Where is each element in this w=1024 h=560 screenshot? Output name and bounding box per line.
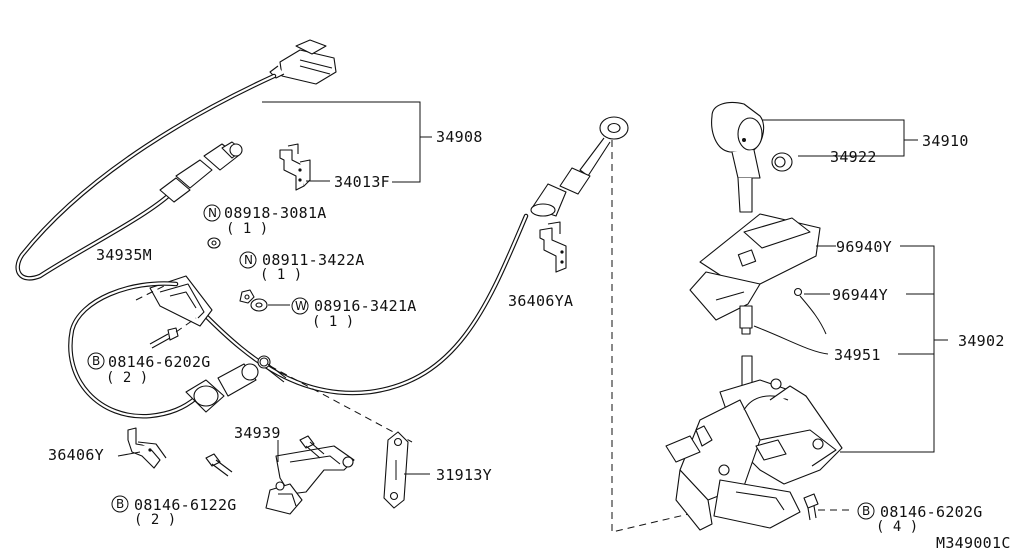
qty-08916-3421A: ( 1 ) <box>312 314 354 330</box>
circle-B-icon <box>857 502 875 520</box>
label-08918-3081A: 08918-3081A <box>224 204 327 222</box>
label-34013F: 34013F <box>334 173 390 191</box>
label-34908: 34908 <box>436 128 483 146</box>
circle-B-icon <box>87 352 105 370</box>
circle-B-icon <box>111 495 129 513</box>
shift-knob-34910 <box>711 101 765 213</box>
label-34951: 34951 <box>834 346 881 364</box>
bracket-36406Y <box>127 427 167 469</box>
qty-08146-6202G-b: ( 4 ) <box>876 519 918 535</box>
prefix-W: W <box>295 299 307 313</box>
switch-34951 <box>739 305 829 355</box>
circle-N-icon <box>203 204 221 222</box>
label-08146-6122G: 08146-6122G <box>134 496 237 514</box>
label-08916-3421A: 08916-3421A <box>314 297 417 315</box>
label-31913Y: 31913Y <box>436 466 492 484</box>
bolt-08146-6202G-a <box>149 317 197 349</box>
prefix-B-a: B <box>92 354 100 368</box>
label-36406Y: 36406Y <box>48 446 104 464</box>
prefix-N-a: N <box>208 206 217 220</box>
nut-08918 <box>207 237 221 249</box>
cable-34935M <box>68 275 413 443</box>
circle-N-icon <box>239 251 257 269</box>
label-96944Y: 96944Y <box>832 286 888 304</box>
label-34939: 34939 <box>234 424 281 442</box>
nut-08911 <box>239 289 255 304</box>
prefix-B-b: B <box>116 497 124 511</box>
indicator-panel-96940Y <box>689 213 821 321</box>
label-34902: 34902 <box>958 332 1005 350</box>
bolt-08146-6202G-b <box>803 493 852 521</box>
bolt-34939 <box>299 435 325 459</box>
label-34935M: 34935M <box>96 246 152 264</box>
control-cable-34908 <box>15 39 337 281</box>
bolt-center <box>259 357 287 383</box>
leader-36406Y <box>117 451 141 457</box>
washer-08916 <box>250 298 268 312</box>
label-34922: 34922 <box>830 148 877 166</box>
bracket-34013F <box>279 143 311 191</box>
prefix-N-b: N <box>244 253 253 267</box>
assembly-line-center <box>611 140 707 533</box>
bracket-36406YA <box>539 221 567 273</box>
label-08146-6202G-b: 08146-6202G <box>880 503 983 521</box>
bulb-96944Y <box>793 287 827 335</box>
circle-W-icon <box>291 297 309 315</box>
leader-34902 <box>840 245 948 453</box>
label-36406YA: 36406YA <box>508 292 573 310</box>
qty-08918-3081A: ( 1 ) <box>226 221 268 237</box>
prefix-B-c: B <box>862 504 870 518</box>
label-96940Y: 96940Y <box>836 238 892 256</box>
label-08911-3422A: 08911-3422A <box>262 251 365 269</box>
qty-08911-3422A: ( 1 ) <box>260 267 302 283</box>
leader-34908 <box>262 101 421 183</box>
label-08146-6202G-a: 08146-6202G <box>108 353 211 371</box>
qty-08146-6122G: ( 2 ) <box>134 512 176 528</box>
shifter-base-34902 <box>665 355 843 531</box>
label-34910: 34910 <box>922 132 969 150</box>
link-31913Y <box>383 431 409 509</box>
select-cable <box>203 116 629 396</box>
button-34922 <box>771 152 793 172</box>
leader-34910 <box>762 119 905 157</box>
lever-bracket-34939 <box>265 445 355 515</box>
diagram-id: M349001C <box>936 534 1011 552</box>
bolt-08146-6122G <box>205 453 233 477</box>
qty-08146-6202G-a: ( 2 ) <box>106 370 148 386</box>
